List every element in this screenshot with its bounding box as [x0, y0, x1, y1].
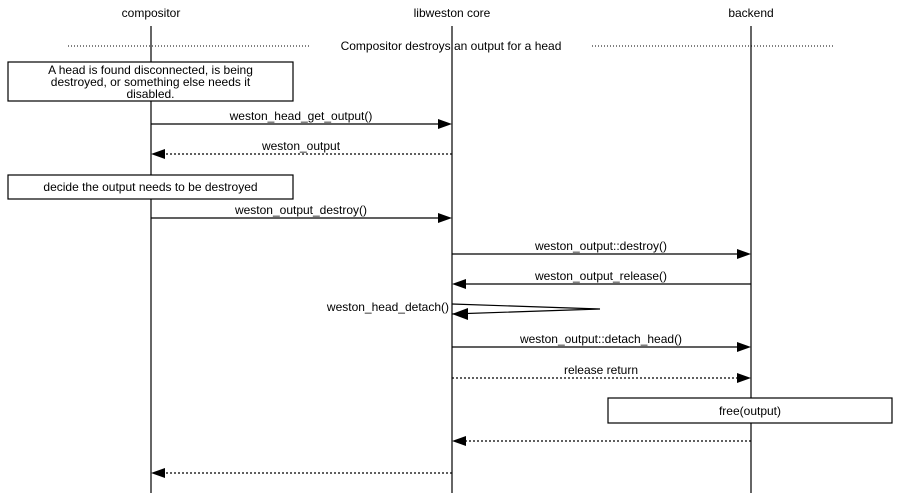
- note-decide-destroy-line-1: decide the output needs to be destroyed: [43, 180, 257, 194]
- message-arrowhead-release-return: [737, 373, 751, 383]
- message-label-weston-output-detach-head: weston_output::detach_head(): [519, 332, 682, 346]
- lifeline-libweston-core: libweston core: [414, 6, 491, 493]
- message-weston-head-detach: weston_head_detach(): [326, 300, 601, 320]
- message-label-weston-head-get-output: weston_head_get_output(): [229, 109, 373, 123]
- note-head-disconnected-box: [7, 61, 294, 102]
- note-decide-destroy: decide the output needs to be destroyed: [7, 174, 294, 200]
- note-free-output: free(output): [607, 397, 893, 424]
- lifeline-label-backend: backend: [728, 6, 773, 20]
- note-decide-destroy-box: [7, 174, 294, 200]
- lifeline-label-libweston-core: libweston core: [414, 6, 491, 20]
- message-label-weston-output-destroy: weston_output_destroy(): [234, 203, 367, 217]
- message-label-weston-head-detach: weston_head_detach(): [326, 300, 449, 314]
- message-label-weston-output-release: weston_output_release(): [534, 269, 667, 283]
- message-weston-head-get-output: weston_head_get_output(): [151, 109, 452, 129]
- message-label-weston-output-return: weston_output: [261, 139, 341, 153]
- message-loop-weston-head-detach: [451, 303, 601, 315]
- message-weston-output-return: weston_output: [151, 139, 452, 159]
- message-label-release-return: release return: [564, 363, 638, 377]
- message-arrowhead-weston-output-destroy: [438, 213, 452, 223]
- divider-label: Compositor destroys an output for a head: [341, 39, 562, 53]
- message-weston-output-detach-head: weston_output::detach_head(): [452, 332, 751, 352]
- message-backend-return: [452, 436, 751, 446]
- note-head-disconnected-line-3: disabled.: [126, 87, 174, 101]
- section-divider: Compositor destroys an output for a head: [68, 39, 835, 53]
- message-release-return: release return: [452, 363, 751, 383]
- message-arrowhead-weston-output-release: [452, 279, 466, 289]
- message-weston-output-colons-destroy: weston_output::destroy(): [452, 239, 751, 259]
- note-free-output-line-1: free(output): [719, 404, 781, 418]
- note-head-disconnected-line-2: destroyed, or something else needs it: [51, 75, 251, 89]
- lifeline-compositor: compositor: [122, 6, 181, 493]
- message-arrowhead-core-return: [151, 468, 165, 478]
- message-arrowhead-weston-head-detach: [452, 308, 468, 320]
- lifeline-label-compositor: compositor: [122, 6, 181, 20]
- message-label-weston-output-colons-destroy: weston_output::destroy(): [534, 239, 667, 253]
- message-core-return: [151, 468, 452, 478]
- message-weston-output-release: weston_output_release(): [452, 269, 751, 289]
- note-head-disconnected-line-1: A head is found disconnected, is being: [48, 63, 253, 77]
- message-arrowhead-weston-head-get-output: [438, 119, 452, 129]
- message-weston-output-destroy: weston_output_destroy(): [151, 203, 452, 223]
- message-arrowhead-backend-return: [452, 436, 466, 446]
- note-head-disconnected: A head is found disconnected, is being d…: [7, 61, 294, 102]
- message-arrowhead-weston-output-colons-destroy: [737, 249, 751, 259]
- note-free-output-box: [607, 397, 893, 424]
- message-arrowhead-weston-output-return: [151, 149, 165, 159]
- message-arrowhead-weston-output-detach-head: [737, 342, 751, 352]
